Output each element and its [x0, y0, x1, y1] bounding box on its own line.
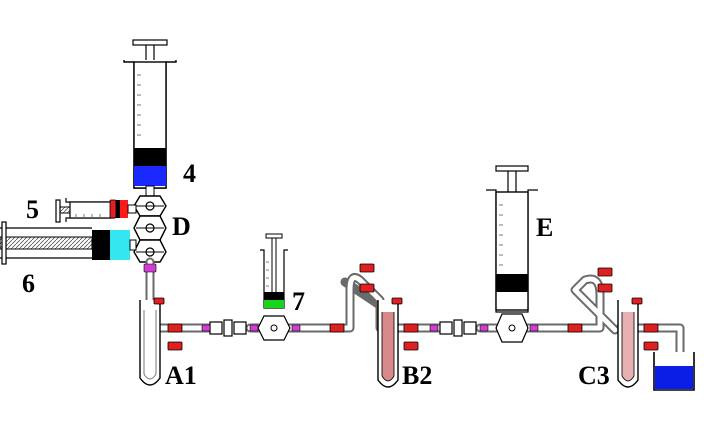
red-fittings — [109, 199, 659, 351]
syringe-4-label: 4 — [183, 159, 196, 188]
syringe-6-plunger — [92, 230, 110, 260]
vessel-a1-label: A1 — [165, 361, 197, 390]
vessel-a1 — [139, 300, 161, 386]
syringe-4-liquid — [134, 166, 166, 186]
syringe-5 — [55, 198, 137, 223]
syringe-e-label: E — [536, 213, 553, 242]
beaker-liquid — [655, 366, 693, 389]
vessel-b2-contents — [381, 312, 395, 382]
syringe-4 — [123, 39, 177, 197]
syringe-6 — [0, 221, 137, 265]
syringe-4-plunger — [134, 148, 166, 166]
valve-d-label: D — [172, 212, 191, 241]
syringe-e — [486, 165, 538, 343]
syringe-6-liquid — [110, 230, 130, 260]
magenta-fittings — [143, 263, 539, 332]
vessel-b2 — [377, 300, 399, 388]
syringe-e-plunger — [496, 274, 528, 292]
syringe-7 — [257, 233, 291, 341]
syringe-7-liquid — [264, 300, 284, 308]
vessel-c3 — [617, 300, 639, 388]
connector-b2 — [439, 319, 477, 337]
vessel-c3-label: C3 — [578, 361, 610, 390]
syringe-7-label: 7 — [292, 287, 305, 316]
connector-a1 — [209, 319, 247, 337]
syringe-7-plunger — [264, 292, 284, 300]
beaker — [653, 352, 695, 391]
valve-d — [133, 195, 167, 263]
syringe-6-label: 6 — [22, 269, 35, 298]
syringe-5-liquid — [120, 200, 128, 218]
vessel-b2-label: B2 — [402, 361, 432, 390]
vessel-c3-contents — [621, 312, 635, 382]
syringe-5-label: 5 — [26, 195, 39, 224]
